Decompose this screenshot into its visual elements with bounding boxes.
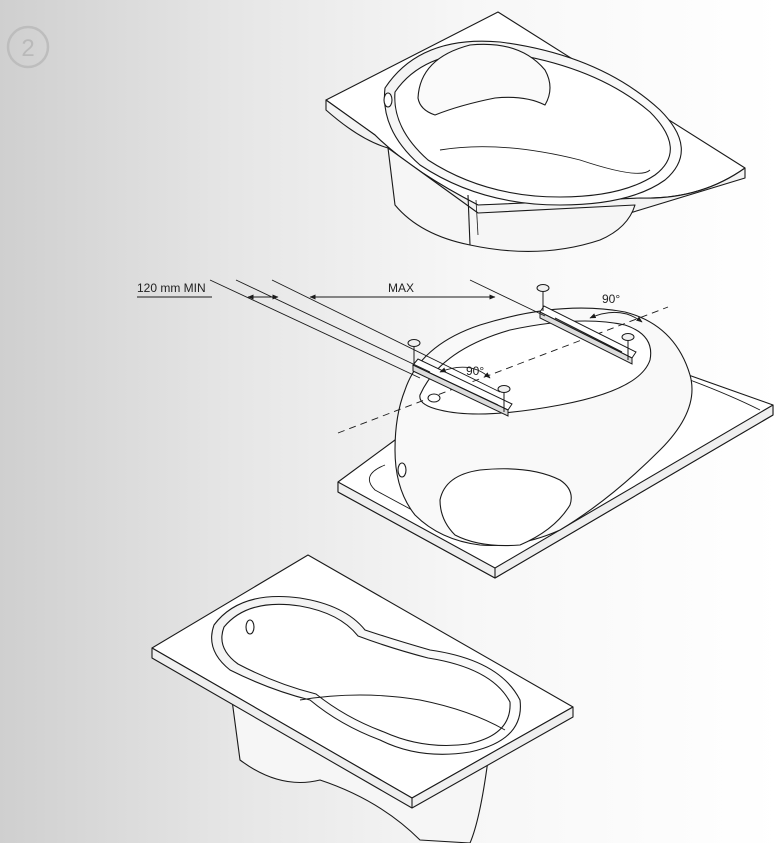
rect-tub-overflow	[245, 619, 255, 635]
inverted-bathtub	[337, 306, 774, 579]
corner-tub-body	[387, 147, 636, 252]
centerline	[337, 306, 669, 434]
inverted-tub-headrest	[439, 468, 572, 547]
min-distance-label: 120 mm MIN	[137, 281, 206, 295]
drain-hole	[427, 393, 441, 403]
corner-bathtub	[325, 11, 746, 252]
step-number-badge: 2	[6, 25, 50, 69]
angle-label-left: 90°	[466, 364, 484, 378]
adjustable-foot	[497, 385, 511, 412]
max-distance-label: MAX	[388, 281, 414, 295]
step-number: 2	[21, 35, 34, 62]
corner-tub-overflow	[383, 92, 393, 108]
angle-label-right: 90°	[602, 292, 620, 306]
adjustable-foot	[536, 284, 550, 311]
support-bracket-right	[539, 305, 637, 365]
corner-tub-headrest	[417, 43, 551, 116]
dimension-lines	[137, 279, 643, 393]
adjustable-foot	[621, 333, 635, 360]
rectangular-bathtub	[151, 554, 574, 843]
